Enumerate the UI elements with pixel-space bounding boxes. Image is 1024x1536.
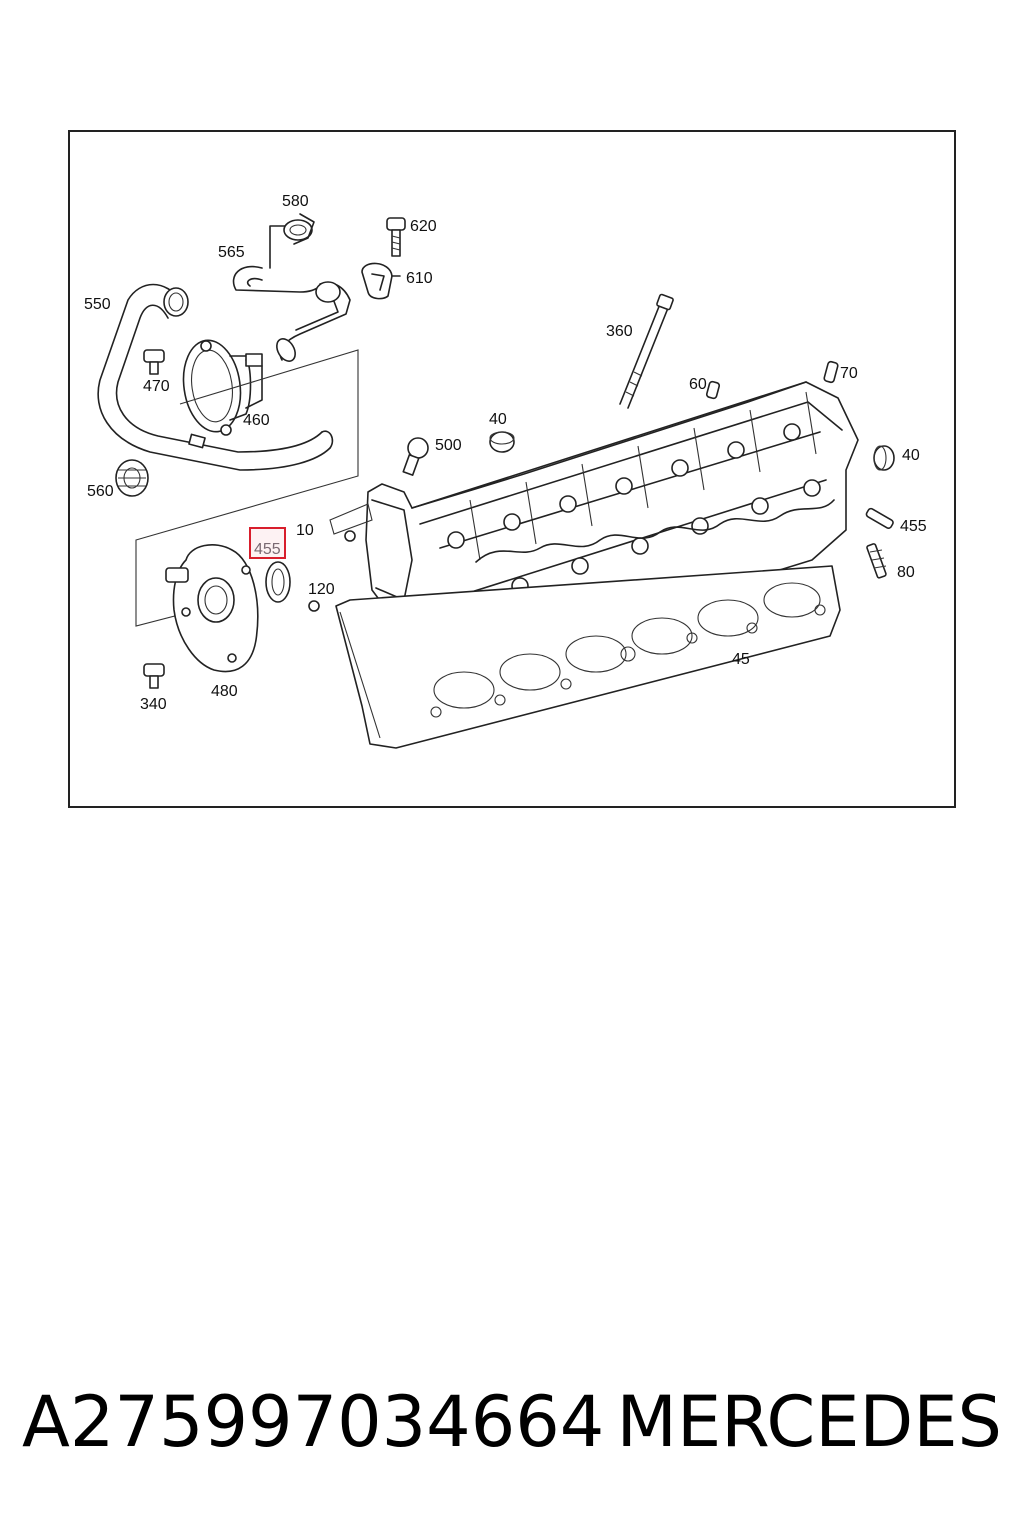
seal-45-drawing <box>308 600 320 612</box>
plug-560-drawing <box>115 459 149 497</box>
callout-560: 560 <box>87 483 114 500</box>
plug-40-top-drawing <box>489 431 515 453</box>
callout-470: 470 <box>143 378 170 395</box>
seal-455-drawing <box>265 561 291 603</box>
screw-620-drawing <box>386 217 406 257</box>
callout-450: 480 <box>211 683 238 700</box>
hose-565-drawing <box>232 213 351 362</box>
head-gasket-340-drawing <box>335 565 841 749</box>
callout-10: 10 <box>296 522 314 539</box>
callout-120: 80 <box>897 564 915 581</box>
callout-460: 460 <box>243 412 270 429</box>
bolt-360-drawing <box>619 293 674 409</box>
callout-340: 45 <box>732 651 750 668</box>
hose-550-drawing <box>97 283 334 471</box>
callout-360: 360 <box>606 323 633 340</box>
callout-620: 620 <box>410 218 437 235</box>
callout-70: 70 <box>840 365 858 382</box>
callout-610: 610 <box>406 270 433 287</box>
callout-455-highlight[interactable]: 455 <box>249 527 286 559</box>
stud-120-drawing <box>866 543 887 579</box>
callout-455: 455 <box>254 541 281 558</box>
housing-450-drawing <box>165 544 259 673</box>
callout-480: 340 <box>140 696 167 713</box>
pin-70-drawing <box>823 360 839 384</box>
callout-565: 565 <box>218 244 245 261</box>
callout-40-right: 40 <box>902 447 920 464</box>
callout-550: 550 <box>84 296 111 313</box>
callout-580: 580 <box>282 193 309 210</box>
callout-40-top: 40 <box>489 411 507 428</box>
clip-610-drawing <box>361 262 401 300</box>
callout-60: 60 <box>689 376 707 393</box>
callout-45: 120 <box>308 581 335 598</box>
callout-500: 500 <box>435 437 462 454</box>
screw-500-drawing <box>402 437 429 476</box>
callout-80: 455 <box>900 518 927 535</box>
dowel-80-drawing <box>865 507 894 530</box>
caption-bar: A275997034664 MERCEDES <box>0 1372 1024 1472</box>
brand-name: MERCEDES <box>616 1381 1002 1463</box>
screw-470-drawing <box>143 349 165 375</box>
part-number: A275997034664 <box>22 1381 605 1463</box>
plug-40-right-drawing <box>873 445 895 471</box>
sleeve-60-drawing <box>705 380 721 400</box>
screw-480-drawing <box>143 663 165 689</box>
vacuum-pump-460-drawing <box>182 339 263 436</box>
